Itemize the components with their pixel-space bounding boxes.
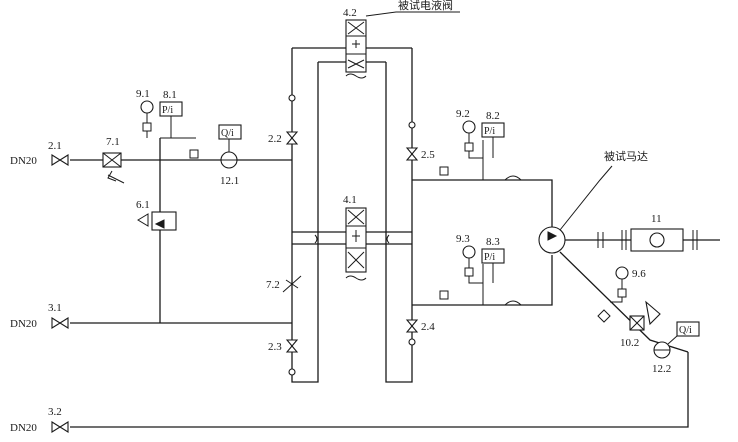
label-r102: 10.2 bbox=[620, 337, 639, 349]
label-qi-122: Q/i bbox=[679, 325, 692, 336]
label-v25: 2.5 bbox=[421, 149, 435, 161]
label-v24: 2.4 bbox=[421, 321, 435, 333]
label-valve-title: 被试电液阀 bbox=[398, 0, 453, 12]
label-v32: 3.2 bbox=[48, 406, 62, 418]
flow-meter-12-2 bbox=[653, 321, 700, 359]
pipe-crossings bbox=[314, 175, 522, 306]
label-pi-81: P/i bbox=[162, 105, 173, 116]
label-v72: 7.2 bbox=[266, 279, 280, 291]
label-in1: DN20 bbox=[10, 155, 37, 167]
label-t82: 8.2 bbox=[486, 110, 500, 122]
label-v22: 2.2 bbox=[268, 133, 282, 145]
torque-sensor-11 bbox=[597, 228, 698, 252]
servo-valve-4-2 bbox=[345, 19, 367, 79]
label-pi-82: P/i bbox=[484, 126, 495, 137]
label-d42: 4.2 bbox=[343, 7, 357, 19]
relief-valve-10-2 bbox=[629, 300, 661, 331]
throttle-7-2 bbox=[282, 275, 302, 293]
servo-valve-4-1 bbox=[345, 207, 367, 281]
flow-meter-12-1 bbox=[218, 124, 242, 169]
labels: DN20 DN20 DN20 2.1 3.1 3.2 7.1 6.1 7.2 2… bbox=[10, 0, 692, 434]
gauge-9-3 bbox=[462, 245, 505, 284]
label-v71: 7.1 bbox=[106, 136, 120, 148]
valve-title-leader bbox=[365, 11, 460, 17]
pipes bbox=[70, 47, 720, 428]
label-g96: 9.6 bbox=[632, 268, 646, 280]
label-v23: 2.3 bbox=[268, 341, 282, 353]
gauge-9-6 bbox=[610, 266, 629, 303]
inlet-3-2 bbox=[51, 421, 69, 433]
valve-2-5 bbox=[405, 147, 419, 161]
label-g93: 9.3 bbox=[456, 233, 470, 245]
label-v21: 2.1 bbox=[48, 140, 62, 152]
inlet-2-1 bbox=[51, 154, 69, 166]
label-g91: 9.1 bbox=[136, 88, 150, 100]
label-d41: 4.1 bbox=[343, 194, 357, 206]
label-f122: 12.2 bbox=[652, 363, 671, 375]
label-pi-83: P/i bbox=[484, 252, 495, 263]
valve-2-2 bbox=[285, 131, 299, 145]
label-c11: 11 bbox=[651, 213, 662, 225]
valve-7-1 bbox=[102, 152, 125, 184]
gauge-9-1 bbox=[140, 100, 183, 138]
inlet-3-1 bbox=[51, 317, 69, 329]
check-symbols bbox=[288, 94, 416, 376]
relief-valve-6-1 bbox=[137, 211, 177, 231]
label-motor-title: 被试马达 bbox=[604, 150, 648, 163]
hydraulic-motor bbox=[538, 165, 613, 254]
gauge-9-2 bbox=[462, 120, 505, 159]
label-f121: 12.1 bbox=[220, 175, 239, 187]
label-v61: 6.1 bbox=[136, 199, 150, 211]
label-qi-121: Q/i bbox=[221, 128, 234, 139]
label-g92: 9.2 bbox=[456, 108, 470, 120]
label-in2: DN20 bbox=[10, 318, 37, 330]
label-t81: 8.1 bbox=[163, 89, 177, 101]
small-checks bbox=[189, 149, 611, 323]
valve-2-4 bbox=[405, 319, 419, 333]
valve-2-3 bbox=[285, 339, 299, 353]
label-v31: 3.1 bbox=[48, 302, 62, 314]
label-t83: 8.3 bbox=[486, 236, 500, 248]
label-in3: DN20 bbox=[10, 422, 37, 434]
